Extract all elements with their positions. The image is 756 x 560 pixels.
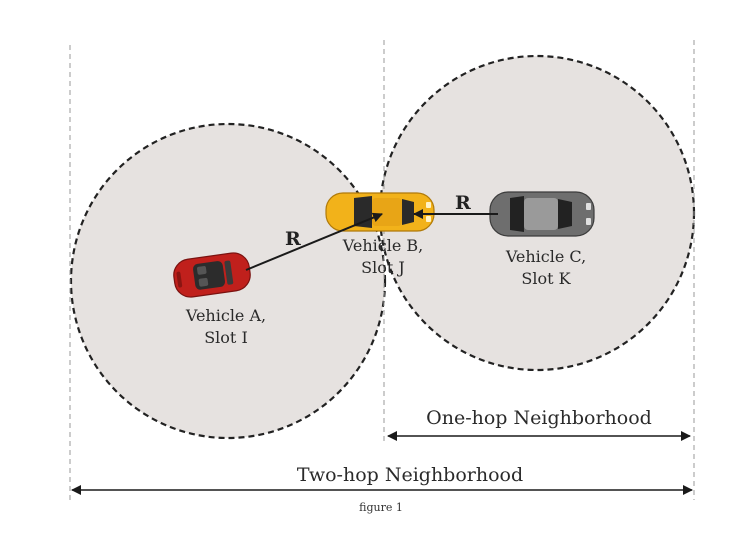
vehicle-c-car-icon bbox=[489, 191, 595, 237]
vehicle-b-label-line1: Vehicle B, bbox=[342, 236, 423, 255]
arrow-a-to-b bbox=[245, 212, 383, 271]
vehicle-a-label-line2: Slot I bbox=[204, 328, 248, 347]
vehicle-a-car-icon bbox=[173, 252, 251, 298]
vehicle-b-label-line2: Slot J bbox=[361, 258, 405, 277]
vehicle-b-car-icon bbox=[325, 192, 435, 232]
figure-caption: figure 1 bbox=[359, 501, 403, 514]
vehicle-a-label-line1: Vehicle A, bbox=[185, 306, 266, 325]
vehicle-c-label-line2: Slot K bbox=[521, 269, 571, 288]
one-hop-label: One-hop Neighborhood bbox=[426, 407, 652, 429]
two-hop-label: Two-hop Neighborhood bbox=[297, 464, 523, 486]
range-label-left: R bbox=[285, 228, 301, 250]
range-label-right: R bbox=[455, 192, 471, 214]
vehicle-c-label-line1: Vehicle C, bbox=[505, 247, 586, 266]
